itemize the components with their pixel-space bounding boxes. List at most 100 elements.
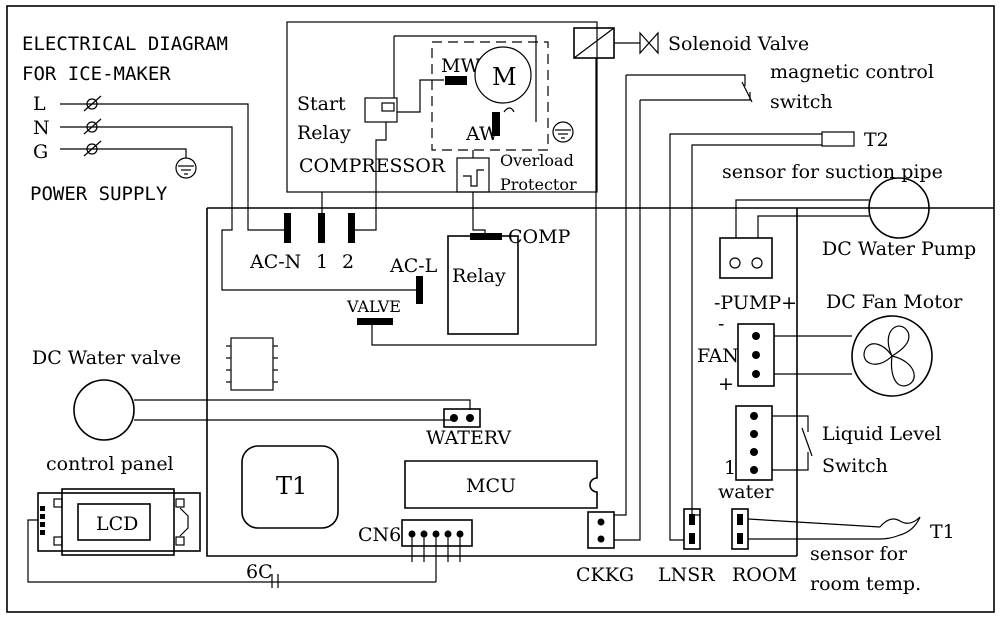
- room-connector: [731, 508, 749, 550]
- fan-connector-label: FAN: [697, 345, 739, 367]
- pump-icon: [868, 177, 930, 239]
- lnsr-connector: [683, 508, 701, 550]
- fan-connector: [737, 323, 775, 387]
- room-sensor-probe-icon: [879, 516, 921, 540]
- mcu-label: MCU: [466, 475, 516, 497]
- comp-terminal: [470, 233, 502, 240]
- terminal-2-label: 2: [342, 251, 354, 273]
- motor-symbol: M: [492, 63, 517, 91]
- terminal-2: [348, 213, 355, 243]
- fan-label: DC Fan Motor: [826, 291, 963, 313]
- terminal-ac-n: [284, 213, 291, 243]
- start-relay-label-2: Relay: [297, 122, 351, 144]
- fan-icon: [851, 315, 933, 397]
- cn6-connector: [401, 519, 473, 547]
- liquid-level-switch: Liquid Level Switch 1 water: [718, 405, 941, 503]
- transformer-label: T1: [276, 472, 307, 500]
- start-relay-box: [364, 97, 398, 123]
- power-supply: L N G POWER SUPPLY: [30, 93, 420, 291]
- level-switch-contact: [801, 427, 813, 457]
- t2-label: sensor for suction pipe: [722, 161, 943, 183]
- ground-icon: [175, 157, 197, 179]
- power-wire-g: [60, 148, 187, 158]
- fan-minus: -: [718, 313, 724, 335]
- main-winding-bar: [445, 76, 467, 85]
- fan-motor: DC Fan Motor FAN - +: [697, 291, 963, 397]
- magnetic-switch-label-2: switch: [770, 91, 833, 113]
- lcd-display: [77, 503, 151, 541]
- water-valve-label: DC Water valve: [32, 347, 181, 369]
- pump-connector-label: -PUMP+: [714, 292, 797, 314]
- overload-label-1: Overload: [500, 151, 574, 170]
- control-board: AC-N 1 2 AC-L Relay COMP VALVE WATERV T1…: [206, 192, 994, 588]
- room-sensor-tag: T1: [930, 521, 955, 543]
- compressor-ground-icon: [552, 121, 574, 143]
- transformer-box: [241, 445, 339, 529]
- room-sensor-label-1: sensor for: [810, 543, 908, 565]
- reed-switch-contact: [741, 81, 753, 103]
- dc-water-valve: DC Water valve: [32, 347, 471, 441]
- title-line-2: FOR ICE-MAKER: [22, 63, 171, 85]
- start-relay-label-1: Start: [297, 93, 346, 115]
- lnsr-label: LNSR: [658, 564, 715, 586]
- pump-connector: [719, 237, 773, 279]
- diagram-frame: [6, 5, 995, 613]
- panel-board: [37, 492, 201, 552]
- suction-pipe-sensor: T2 sensor for suction pipe: [669, 129, 943, 541]
- water-connector-label: water: [718, 481, 774, 503]
- room-label: ROOM: [732, 564, 797, 586]
- power-supply-label: POWER SUPPLY: [30, 183, 168, 205]
- compressor-dashed-outline: [431, 41, 549, 151]
- magnetic-switch-label-1: magnetic control: [770, 61, 934, 83]
- control-panel: control panel LCD: [27, 453, 436, 583]
- power-line-l-label: L: [33, 93, 46, 115]
- cn6-label: CN6: [358, 524, 401, 546]
- compressor-enclosure: [286, 21, 598, 193]
- liquid-level-label-2: Switch: [822, 455, 888, 477]
- pump-label: DC Water Pump: [822, 238, 976, 260]
- water-connector-pin: 1: [724, 457, 736, 479]
- cap-label: 6C: [246, 561, 273, 583]
- terminal-1: [318, 213, 325, 243]
- panel-frame: [61, 488, 175, 556]
- power-line-g-label: G: [33, 141, 48, 163]
- magnetic-control-switch: magnetic control switch: [614, 61, 934, 541]
- relay-label: Relay: [452, 265, 506, 287]
- main-winding-label: MW: [441, 55, 480, 77]
- terminal-ac-l: [416, 276, 423, 304]
- solenoid-valve: Solenoid Valve: [573, 27, 809, 59]
- overload-label-2: Protector: [500, 175, 577, 194]
- room-temp-sensor: T1 sensor for room temp.: [747, 516, 955, 595]
- fan-plus: +: [718, 373, 734, 395]
- valve-wire: [371, 58, 597, 346]
- t2-sensor-icon: [821, 131, 855, 147]
- ac-l-label: AC-L: [389, 255, 438, 277]
- aux-winding-bar: [492, 112, 500, 136]
- control-panel-label: control panel: [46, 453, 174, 475]
- mcu-chip: [404, 460, 598, 509]
- compressor-section: Start Relay COMPRESSOR M MW AW Overload …: [286, 21, 598, 236]
- ckkg-connector: [587, 511, 615, 549]
- waterv-label: WATERV: [426, 427, 511, 449]
- ckkg-label: CKKG: [576, 564, 634, 586]
- t2-tag: T2: [864, 129, 889, 151]
- water-connector: [735, 405, 773, 481]
- power-line-n-label: N: [33, 117, 50, 139]
- water-valve-icon: [73, 379, 135, 441]
- terminal-1-label: 1: [316, 251, 328, 273]
- ac-n-label: AC-N: [249, 251, 301, 273]
- terminal-screw-icon: [83, 95, 102, 157]
- lcd-label: LCD: [96, 513, 138, 535]
- aux-winding-label: AW: [465, 123, 499, 145]
- valve-label: VALVE: [346, 297, 401, 316]
- comp-label: COMP: [508, 226, 571, 248]
- overload-protector-box: [456, 157, 490, 193]
- water-pump: DC Water Pump -PUMP+: [714, 177, 976, 314]
- power-wire-l: [60, 103, 286, 231]
- waterv-connector: [443, 408, 481, 428]
- valve-icon: [639, 31, 659, 55]
- compressor-label: COMPRESSOR: [299, 155, 446, 177]
- valve-terminal: [357, 318, 393, 325]
- solenoid-valve-label: Solenoid Valve: [668, 33, 809, 55]
